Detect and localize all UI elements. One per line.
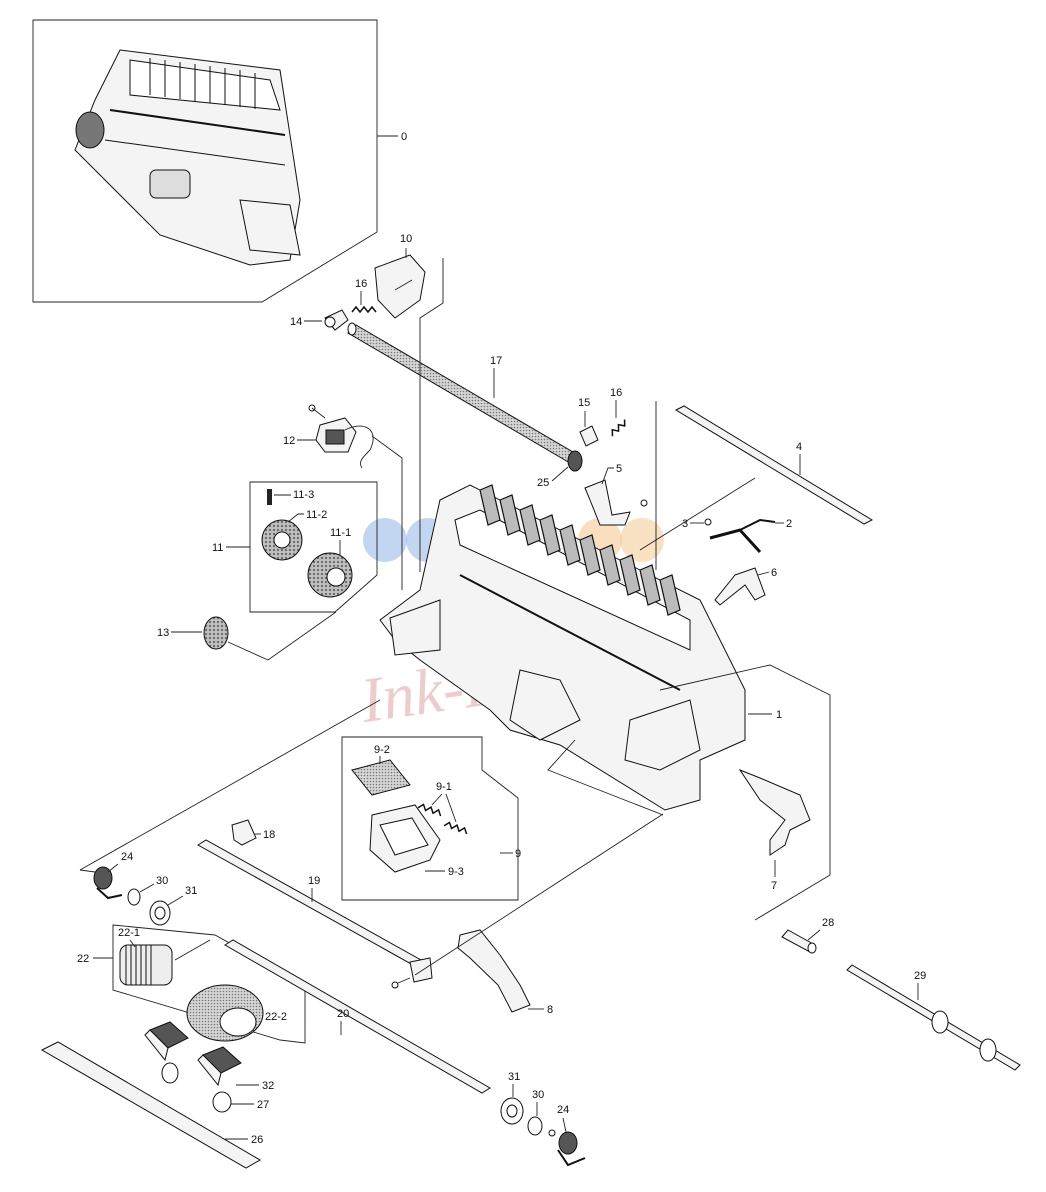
callout-2: 2 xyxy=(786,518,792,530)
part-26-plate xyxy=(40,1041,261,1169)
callout-22: 22 xyxy=(77,953,89,965)
part-3-screw xyxy=(704,518,712,526)
callout-4: 4 xyxy=(796,441,802,453)
callout-17: 17 xyxy=(490,355,502,367)
part-30-bushing-left xyxy=(127,888,141,906)
part-28-bushing xyxy=(781,929,817,954)
part-1-main-frame xyxy=(379,484,746,811)
callout-11: 11 xyxy=(212,542,223,554)
callout-22-2: 22-2 xyxy=(265,1011,287,1023)
part-32-holders xyxy=(144,1021,242,1087)
callout-12: 12 xyxy=(283,435,295,447)
part-31-washer-right xyxy=(500,1097,524,1125)
part-4-rail xyxy=(674,405,874,525)
part-22-1-core xyxy=(119,944,173,986)
part-11-1-gear xyxy=(307,552,353,598)
part-16-spring-right xyxy=(611,419,626,437)
callout-1: 1 xyxy=(776,709,782,721)
part-9-3-holder xyxy=(369,804,441,873)
callout-10: 10 xyxy=(400,233,412,245)
part-8-bracket xyxy=(457,929,531,1013)
part-13-gear xyxy=(203,616,229,650)
callout-9-2: 9-2 xyxy=(374,744,390,756)
callout-8: 8 xyxy=(547,1004,553,1016)
part-11-frame xyxy=(249,481,378,613)
callout-24-left: 24 xyxy=(121,851,133,863)
callout-28: 28 xyxy=(822,917,834,929)
callout-7: 7 xyxy=(771,880,777,892)
part-9-frame xyxy=(341,736,519,901)
part-25-gear xyxy=(567,450,583,472)
callout-9: 9 xyxy=(515,848,521,860)
part-11-2-gear xyxy=(261,519,303,561)
part-18-clip xyxy=(231,819,257,846)
part-22-2-tire xyxy=(186,984,264,1042)
part-20-shaft xyxy=(224,939,491,1094)
callout-19: 19 xyxy=(308,875,320,887)
callout-6: 6 xyxy=(771,567,777,579)
callout-24-right: 24 xyxy=(557,1104,569,1116)
part-16-spring-left xyxy=(351,305,377,314)
part-29-shaft xyxy=(846,964,1021,1071)
callout-31-right: 31 xyxy=(508,1071,520,1083)
part-11-3-pin xyxy=(267,489,272,505)
part-7-bracket xyxy=(738,768,811,856)
part-14-bushing xyxy=(324,309,349,331)
part-9-1-springs xyxy=(417,803,468,835)
callout-5: 5 xyxy=(616,463,622,475)
part-10-bracket xyxy=(374,254,426,319)
callout-18: 18 xyxy=(263,829,275,841)
callout-11-1: 11-1 xyxy=(330,527,351,539)
callout-11-2: 11-2 xyxy=(306,509,327,521)
part-24-gear-right xyxy=(548,1129,586,1167)
callout-30-right: 30 xyxy=(532,1089,544,1101)
part-27-rollers xyxy=(161,1062,232,1113)
part-2-lever xyxy=(709,518,776,554)
part-9-2-pad xyxy=(351,759,411,796)
part-24-gear-left xyxy=(93,866,123,900)
part-30-bushing-right xyxy=(527,1116,543,1136)
callout-9-1: 9-1 xyxy=(436,781,452,793)
callout-9-3: 9-3 xyxy=(448,866,464,878)
callout-14: 14 xyxy=(290,316,302,328)
callout-29: 29 xyxy=(914,970,926,982)
callout-16-left: 16 xyxy=(355,278,367,290)
part-22-frame xyxy=(112,924,306,1044)
callout-32: 32 xyxy=(262,1080,274,1092)
part-17-roller xyxy=(347,322,579,464)
part-19-rail xyxy=(197,839,433,983)
part-12-solenoid xyxy=(308,404,374,469)
part-5-bracket xyxy=(584,479,648,526)
callout-0: 0 xyxy=(401,131,407,143)
assembly-0-illustration xyxy=(74,49,301,266)
callout-25: 25 xyxy=(537,477,549,489)
callout-22-1: 22-1 xyxy=(118,927,140,939)
part-15-bushing xyxy=(579,425,599,447)
assembly-0-frame xyxy=(32,19,398,303)
callout-30-left: 30 xyxy=(156,875,168,887)
callout-26: 26 xyxy=(251,1134,263,1146)
callout-15: 15 xyxy=(578,397,590,409)
callout-27: 27 xyxy=(257,1099,269,1111)
callout-20: 20 xyxy=(337,1008,349,1020)
part-31-washer-left xyxy=(149,900,171,926)
callout-3: 3 xyxy=(682,518,688,530)
callout-11-3: 11-3 xyxy=(293,489,314,501)
callout-31-left: 31 xyxy=(185,885,197,897)
callout-13: 13 xyxy=(157,627,169,639)
callout-16-right: 16 xyxy=(610,387,622,399)
part-6-bracket xyxy=(714,567,766,606)
